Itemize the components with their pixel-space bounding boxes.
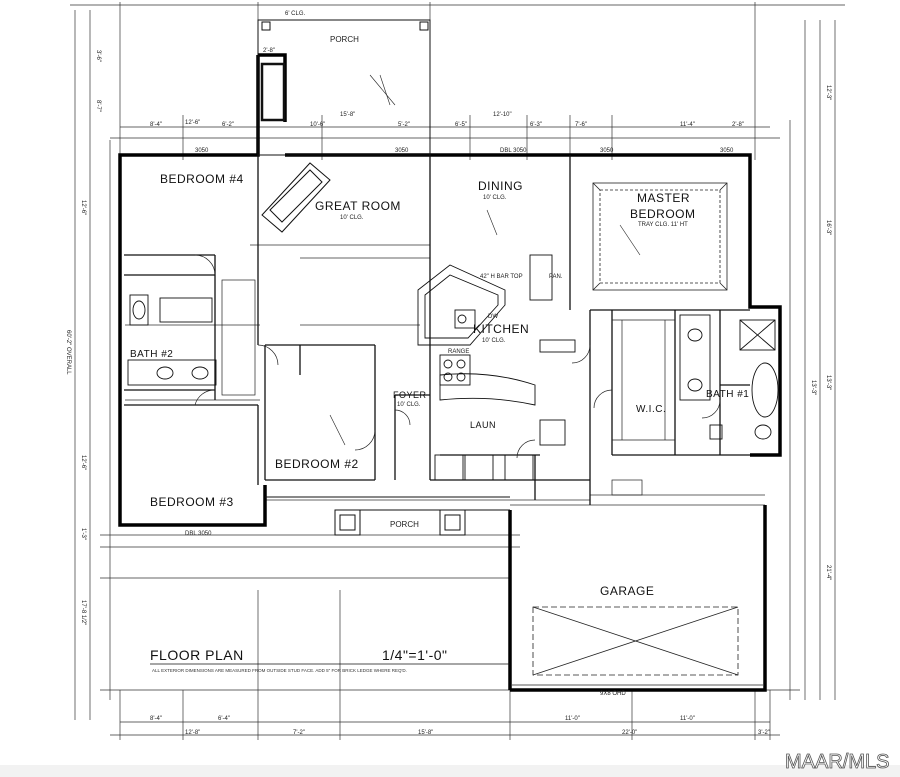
label-dw: DW [488,314,498,320]
dim-right: 13'-3" [810,380,816,395]
master-tray-ceiling [592,182,728,291]
window-tag: 3050 [720,148,734,154]
label-porch-front: PORCH [390,520,419,529]
dim-bottom: 12'-8" [185,730,200,736]
closets [221,279,675,496]
dim-right: 13'-3" [825,375,831,390]
label-bath-2: BATH #2 [130,349,173,360]
dim-top: 12'-10" [493,112,512,118]
dim-bottom: 8'-4" [150,716,162,722]
watermark-text: MAAR/MLS [785,751,889,773]
kitchen-fixtures [417,254,576,406]
dim-bottom: 3'-2" [758,730,770,736]
dim-left: 3'-6" [95,50,101,62]
plan-note: ALL EXTERIOR DIMENSIONS ARE MEASURED FRO… [152,668,407,673]
dim-top: 6'-5" [455,122,467,128]
dim-top: 8'-4" [150,122,162,128]
exterior-walls [118,53,782,692]
dim-porch-clg: 6' CLG. [285,11,305,17]
label-great-room-clg: 10' CLG. [340,215,364,221]
label-range: RANGE [448,349,469,355]
dimension-lines [70,2,845,740]
label-pantry: PAN. [549,274,563,280]
dim-left: 12'-6" [80,200,86,215]
ceiling-markings [329,74,641,446]
label-bath-1: BATH #1 [706,389,749,400]
dim-bottom: 11'-0" [565,716,580,722]
label-bar-top: 42" H BAR TOP [480,274,523,280]
dim-porch-left: 2'-8" [263,48,275,54]
label-master-tray: TRAY CLG. 11' HT [638,222,688,228]
window-tag: DBL 3050 [185,531,212,537]
dim-top: 15'-8" [340,112,355,118]
top-porch [257,19,431,156]
room-labels: BEDROOM #4 GREAT ROOM 10' CLG. DINING 10… [130,35,749,598]
label-foyer-clg: 10' CLG. [397,402,421,408]
window-tag: DBL 3050 [500,148,527,154]
dim-bottom: 15'-8" [418,730,433,736]
dim-bottom: 11'-0" [680,716,695,722]
dim-top: 7'-6" [575,122,587,128]
label-master-1: MASTER [637,191,690,205]
dim-left: 60'-2" OVERALL [65,330,71,375]
window-tag: 3050 [195,148,209,154]
dim-left: 17'-8 1/2" [80,600,86,625]
dim-top: 6'-3" [530,122,542,128]
dim-top: 12'-6" [185,120,200,126]
label-kitchen-clg: 10' CLG. [482,338,506,344]
label-bedroom-4: BEDROOM #4 [160,172,244,186]
label-wic: W.I.C. [636,404,666,415]
fireplace [261,162,331,233]
door-swings [194,254,721,459]
label-master-2: BEDROOM [630,207,696,221]
label-laun: LAUN [470,420,496,430]
dim-top: 2'-8" [732,122,744,128]
dim-left: 12'-6" [80,455,86,470]
dim-top: 6'-2" [222,122,234,128]
plan-title: FLOOR PLAN [150,647,244,663]
window-tag: 3050 [600,148,614,154]
dim-left: 8'-7" [95,100,101,112]
dim-top: 10'-6" [310,122,325,128]
label-porch-top: PORCH [330,35,359,44]
label-dining-clg: 10' CLG. [483,195,507,201]
dim-right: 21'-4" [825,565,831,580]
dim-bottom: 22'-0" [622,730,637,736]
dim-top: 11'-4" [680,122,695,128]
bath-fixtures [127,294,779,481]
dim-bottom: 6'-4" [218,716,230,722]
dim-left: 1'-3" [80,528,86,540]
dim-top: 5'-2" [398,122,410,128]
window-tag: 9X8 OHD [600,691,626,697]
garage-door [512,606,763,686]
dim-bottom: 7'-2" [293,730,305,736]
front-porch [265,496,510,536]
label-foyer: FOYER [393,390,427,400]
label-kitchen: KITCHEN [473,322,529,336]
title-block: FLOOR PLAN 1/4"=1'-0" ALL EXTERIOR DIMEN… [150,647,510,673]
watermark: MAAR/MLS [0,751,900,777]
dim-right: 16'-3" [825,220,831,235]
dimension-labels: 8'-4" 12'-6" 6'-2" 10'-6" 15'-8" 5'-2" 6… [65,11,831,736]
plan-scale: 1/4"=1'-0" [382,647,447,663]
dim-right: 12'-3" [825,85,831,100]
label-dining: DINING [478,179,523,193]
label-bedroom-2: BEDROOM #2 [275,457,359,471]
label-great-room: GREAT ROOM [315,199,401,213]
window-tag: 3050 [395,148,409,154]
label-garage: GARAGE [600,584,654,598]
label-bedroom-3: BEDROOM #3 [150,495,234,509]
